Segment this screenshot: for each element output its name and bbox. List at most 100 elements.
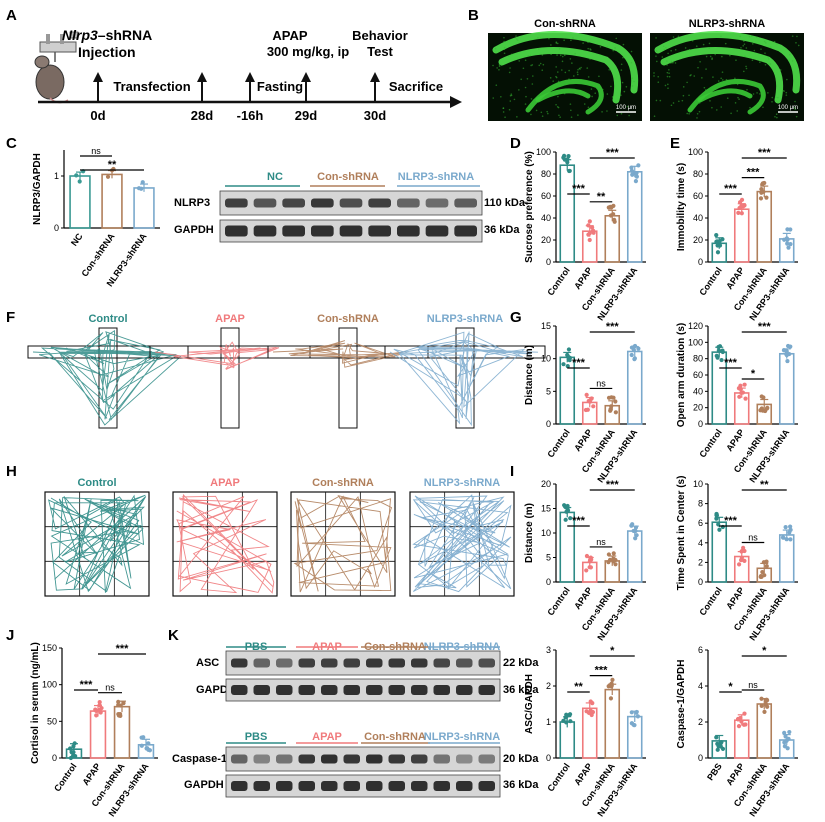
data-point [564,712,569,717]
cell-dot [503,46,506,49]
data-point [636,346,641,351]
cell-dot [510,93,513,95]
cell-dot [672,102,675,104]
cell-dot [708,42,711,45]
y-axis-label: Distance (m) [524,503,535,563]
y-tick-label: 10 [541,528,551,538]
blot-band [253,198,277,208]
cell-dot [538,64,541,67]
data-point [630,172,635,177]
y-tick-label: 4 [698,538,703,548]
cell-dot [621,81,624,84]
cell-dot [777,96,779,99]
significance-label: * [762,645,767,657]
cell-dot [771,96,774,99]
blot-band [456,781,473,791]
cell-dot [606,110,608,112]
cell-dot [564,71,567,74]
blot-band [253,781,270,791]
data-point [739,203,744,208]
panel-label-i: I [510,463,514,480]
y-tick-label: 40 [541,213,551,223]
data-point [613,410,618,415]
blot-band [225,198,248,208]
timeline: Nlrp3–shRNA Injection APAP 300 mg/kg, ip… [34,27,462,123]
blot-band [433,754,450,764]
blot-band [366,658,383,668]
cell-dot [715,109,718,111]
y-tick-label: 15 [541,504,551,514]
y-tick-label: 5 [546,553,551,563]
cell-dot [678,100,680,103]
cell-dot [500,96,502,98]
panel-b-images: Con-shRNA NLRP3-shRNA 100 μm 100 μm [488,18,804,121]
cell-dot [717,80,720,82]
cell-dot [548,37,550,40]
cell-dot [666,71,669,74]
open-field-2: Con-shRNA [290,477,396,597]
cell-dot [539,62,542,65]
data-point [611,551,616,556]
cell-dot [767,58,770,60]
cell-dot [711,57,713,60]
cell-dot [526,107,528,110]
mouse-illustration [34,31,79,104]
open-field-title: NLRP3-shRNA [424,477,500,489]
cell-dot [703,86,706,89]
cell-dot [630,61,633,64]
open-field-title: APAP [210,477,240,489]
cell-dot [696,117,698,119]
data-point [608,696,614,701]
panel-label-d: D [510,135,521,152]
cell-dot [570,39,572,42]
maze-closed-arm [338,327,358,429]
data-point [584,553,590,559]
timeline-arrow-head [450,96,462,108]
cell-dot [594,92,597,95]
open-field-box [409,491,515,597]
cell-dot [555,75,557,78]
cell-dot [672,36,675,38]
significance-label: *** [572,183,586,195]
cell-dot [606,93,609,95]
cell-dot [656,60,658,63]
cell-dot [568,78,570,81]
data-point [568,516,573,521]
cell-dot [729,54,731,57]
data-point [116,699,121,704]
cell-dot [498,69,500,71]
data-point [780,535,786,540]
bar [559,164,576,263]
cell-dot [633,80,635,83]
cell-dot [786,78,788,81]
cell-dot [762,106,764,109]
cell-dot [764,52,766,54]
y-tick-label: 15 [541,321,551,331]
cell-dot [570,109,572,112]
data-point [718,742,723,747]
data-point [788,227,793,232]
cell-dot [751,59,754,62]
blot-band [253,685,270,695]
cell-dot [726,97,729,100]
cell-dot [530,64,532,67]
cell-dot [557,71,559,73]
data-point [607,557,613,562]
cell-dot [769,63,772,65]
cell-dot [614,47,616,49]
blot-band [343,754,360,764]
day-label-3: 29d [295,108,317,123]
cell-dot [674,62,677,64]
cell-dot [508,71,511,74]
cell-dot [655,99,658,102]
blot-band [343,658,360,668]
data-point [68,755,73,761]
significance-label: *** [724,515,738,527]
maze-track [389,331,539,427]
cell-dot [750,110,752,113]
plus-maze-title: Control [88,313,127,325]
blot-band [366,685,383,695]
